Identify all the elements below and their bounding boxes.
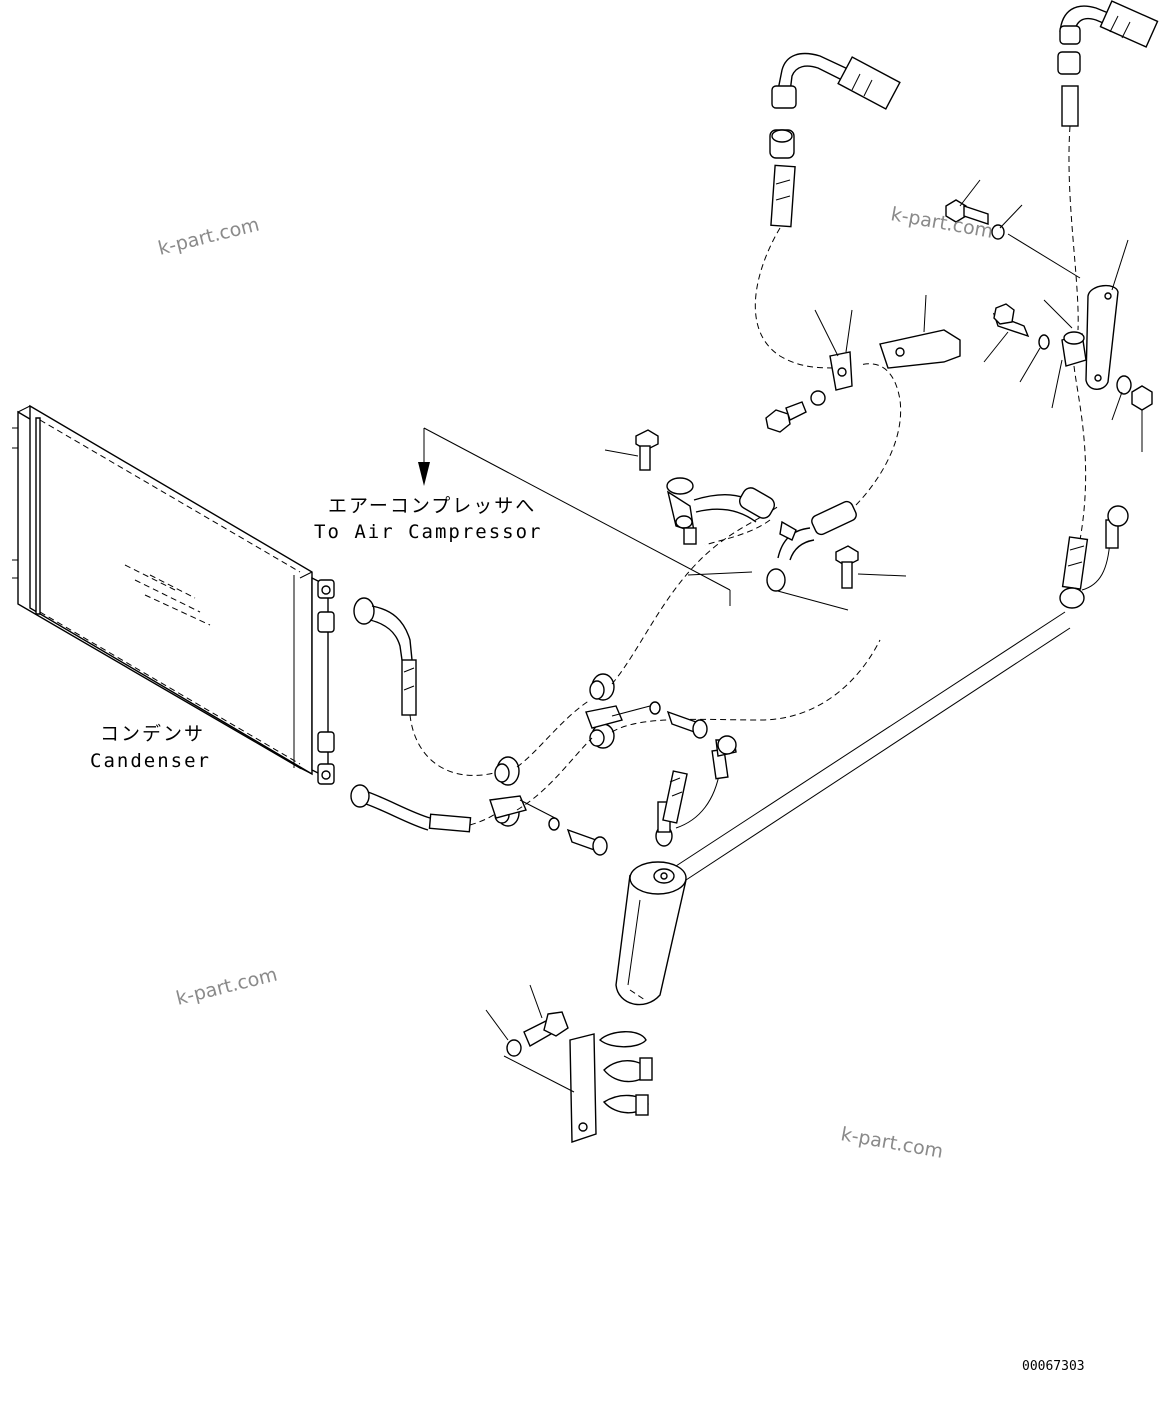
upper-hose-assembly	[754, 52, 961, 433]
watermark-top-left: k-part.com	[156, 213, 262, 259]
compressor-label-english: To Air Campressor	[314, 521, 542, 543]
right-hose-assembly	[945, 0, 1159, 609]
evaporator-hose-fitting	[766, 363, 907, 592]
condenser-unit	[12, 404, 335, 785]
drier-mounting-bracket	[485, 984, 653, 1143]
hose-block-fitting	[489, 504, 881, 856]
compressor-label-japanese: エアーコンプレッサへ	[328, 495, 536, 517]
condenser-label-japanese: コンデンサ	[100, 723, 205, 745]
condenser-inlet-hose	[350, 784, 499, 833]
watermark-top-right: k-part.com	[889, 203, 995, 243]
compressor-hose-fitting	[604, 429, 775, 546]
watermark-bottom-left: k-part.com	[174, 963, 280, 1009]
compressor-reference-lines	[418, 427, 849, 611]
condenser-outlet-hose	[353, 597, 499, 776]
receiver-drier	[615, 611, 1071, 1006]
drawing-code: 00067303	[1022, 1359, 1085, 1374]
condenser-label-english: Candenser	[90, 750, 211, 772]
watermark-bottom-right: k-part.com	[839, 1123, 945, 1163]
